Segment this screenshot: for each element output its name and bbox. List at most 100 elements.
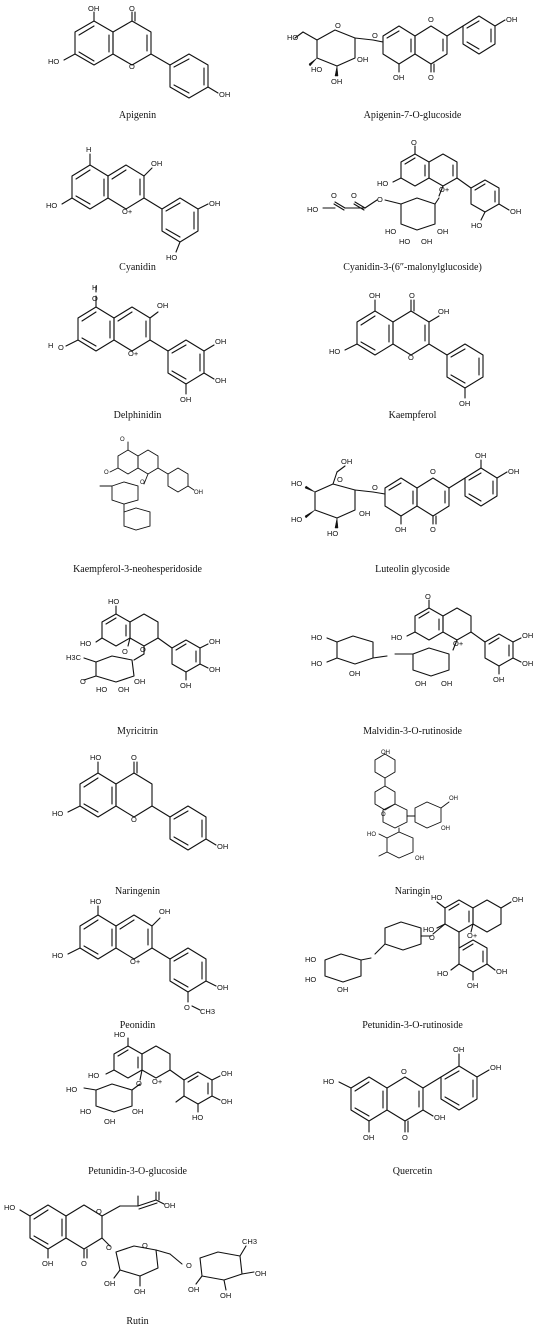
atom-label: O [92, 294, 98, 303]
atom-label: OH [221, 1097, 232, 1106]
malvidin-3-o-rutinoside-structure: O HO O+ OH OH OH HO HO OH OH OH [311, 592, 533, 688]
atom-label: O [136, 1079, 142, 1088]
atom-label: OH [522, 631, 533, 640]
atom-label: O [106, 1243, 112, 1252]
atom-label: OH [496, 967, 507, 976]
atom-label: OH [255, 1269, 266, 1278]
atom-label: HO [431, 893, 442, 902]
compound-rutin: HO O OH OH O O O O CH3 OH OH OH OH OH Ru… [0, 1184, 300, 1334]
atom-label: O [81, 1259, 87, 1268]
atom-label: OH [510, 207, 521, 216]
atom-label: O [186, 1261, 192, 1270]
atom-label: OH [217, 842, 228, 851]
atom-label: HO [323, 1077, 334, 1086]
compound-quercetin: HO O OH OH OH OH O Quercetin [275, 1032, 550, 1182]
atom-label: O+ [128, 349, 139, 358]
atom-label: O [96, 1207, 102, 1216]
atom-label: O [140, 480, 145, 486]
compound-name: Malvidin-3-O-rutinoside [363, 726, 462, 737]
atom-label: HO [377, 179, 388, 188]
atom-label: OH [475, 451, 486, 460]
atom-label: HO [80, 639, 91, 648]
compound-name: Apigenin-7-O-glucoside [363, 110, 462, 121]
luteolin-glycoside-structure: OH HO HO HO OH O O O OH OH OH O [291, 451, 519, 538]
atom-label: OH [134, 677, 145, 686]
atom-label: OH [453, 1045, 464, 1054]
atom-label: HO [329, 347, 340, 356]
atom-label: HO [96, 685, 107, 694]
atom-label: OH [88, 4, 99, 13]
compound-luteolin-glycoside: OH HO HO HO OH O O O OH OH OH O Luteolin… [275, 436, 550, 586]
compound-name: Naringenin [115, 886, 160, 897]
cyanidin-3-malonylglucoside-structure: O HO O+ OH HO HO O O O HO HO OH OH [307, 138, 521, 246]
compound-name: Kaempferol-3-neohesperidoside [73, 564, 202, 575]
atom-label: HO [307, 205, 318, 214]
atom-label: O+ [122, 207, 133, 216]
atom-label: OH [42, 1259, 53, 1268]
atom-label: O+ [439, 185, 450, 194]
atom-label: OH [490, 1063, 501, 1072]
compound-myricitrin: HO HO O O OH OH OH H3C O HO OH OH Myrici… [0, 594, 275, 744]
atom-label: O [381, 812, 386, 818]
compound-name: Naringin [394, 886, 431, 897]
quercetin-structure: HO O OH OH OH OH O [323, 1045, 501, 1142]
atom-label: OH [132, 1107, 143, 1116]
atom-label: OH [331, 77, 342, 86]
atom-label: HO [471, 221, 482, 230]
atom-label: OH [219, 90, 230, 99]
atom-label: CH3 [242, 1237, 257, 1246]
atom-label: H [48, 341, 53, 350]
compound-cyanidin: H OH HO O+ OH HO Cyanidin [0, 140, 275, 290]
atom-label: OH [209, 665, 220, 674]
atom-label: OH [104, 1279, 115, 1288]
atom-label: OH [434, 1113, 445, 1122]
atom-label: OH [209, 637, 220, 646]
atom-label: O [411, 138, 417, 147]
atom-label: OH [522, 659, 533, 668]
atom-label: HO [291, 515, 302, 524]
atom-label: O [120, 437, 125, 443]
compound-naringenin: HO O HO O OH Naringenin [0, 752, 275, 902]
atom-label: OH [359, 509, 370, 518]
atom-label: O [131, 753, 137, 762]
compound-name: Petunidin-3-O-glucoside [88, 1166, 187, 1177]
atom-label: OH [415, 679, 426, 688]
atom-label: HO [108, 597, 119, 606]
atom-label: OH [512, 895, 523, 904]
compound-petunidin-3-o-rutinoside: HO OH HO O+ O OH OH HO HO HO OH Petunidi… [275, 893, 550, 1046]
naringenin-structure: HO O HO O OH [52, 753, 228, 851]
atom-label: HO [66, 1085, 77, 1094]
atom-label: OH [415, 856, 424, 862]
atom-label: HO [311, 633, 322, 642]
atom-label: OH [151, 159, 162, 168]
compound-name: Cyanidin [119, 262, 156, 273]
compound-name: Peonidin [119, 1020, 156, 1031]
atom-label: OH [164, 1201, 175, 1210]
atom-label: HO [311, 65, 322, 74]
delphinidin-structure: H O OH H O O+ OH OH OH [48, 283, 226, 404]
compound-naringin: OH O OH HO OH OH Naringin [275, 750, 550, 902]
atom-label: HO [52, 951, 63, 960]
atom-label: O [129, 4, 135, 13]
atom-label: O [142, 1241, 148, 1250]
atom-label: OH [508, 467, 519, 476]
atom-label: O [131, 815, 137, 824]
atom-label: OH [506, 15, 517, 24]
atom-label: H [86, 145, 91, 154]
compound-kaempferol-3-neohesperidoside: O O O OH Kaempferol-3-neohesperidoside [0, 436, 275, 586]
atom-label: HO [385, 227, 396, 236]
atom-label: OH [369, 291, 380, 300]
petunidin-3-o-glucoside-structure: HO HO O+ O OH OH HO HO HO OH OH [66, 1030, 232, 1126]
atom-label: HO [437, 969, 448, 978]
atom-label: O [372, 31, 378, 40]
atom-label: O+ [152, 1077, 163, 1086]
atom-label: OH [118, 685, 129, 694]
compound-peonidin: HO OH HO O+ OH O CH3 Peonidin [0, 896, 275, 1046]
atom-label: OH [441, 679, 452, 688]
kaempferol-3-neohesperidoside-structure: O O O OH [99, 437, 203, 531]
atom-label: O+ [130, 957, 141, 966]
atom-label: HO [311, 659, 322, 668]
atom-label: OH [104, 1117, 115, 1126]
atom-label: OH [194, 490, 203, 496]
compound-kaempferol: OH O OH HO O OH Kaempferol [275, 288, 550, 438]
